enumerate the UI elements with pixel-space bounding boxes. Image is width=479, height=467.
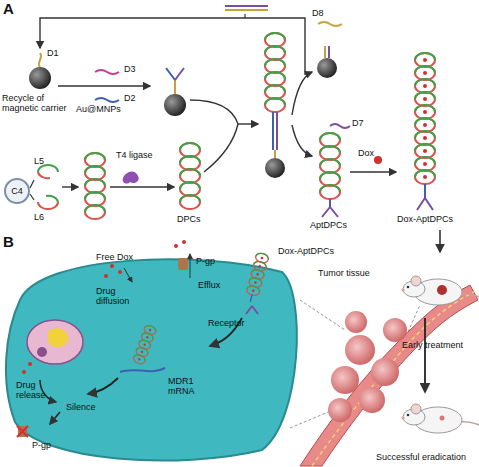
annotation-label: Dox-AptDPCs [397,214,453,224]
annotation-label: Dox [358,148,374,158]
annotation-label: L6 [34,212,44,222]
annotation-label: D7 [352,118,364,128]
annotation-label: Au@MNPs [76,104,121,114]
annotation-label: Drug release [16,380,52,400]
annotation-label: Drug diffusion [96,286,138,306]
node-text: C4 [11,186,23,196]
annotation-label: Tumor tissue [318,268,370,278]
strand-circle: C4 [4,178,30,204]
annotation-label: Dox-AptDPCs [278,246,334,256]
annotation-label: Efflux [198,280,220,290]
annotation-label: D8 [312,8,324,18]
annotation-label: D2 [124,93,136,103]
panel-letter: A [3,1,14,17]
annotation-label: Successful eradication [376,452,466,462]
annotation-label: Recycle of magnetic carrier [2,93,72,113]
annotation-label: T4 ligase [116,150,153,160]
annotation-label: AptDPCs [310,220,347,230]
annotation-label: L5 [34,156,44,166]
annotation-label: P-gp [32,440,51,450]
annotation-label: Receptor [208,318,245,328]
annotation-label: D3 [124,64,136,74]
annotation-label: DPCs [177,214,201,224]
annotation-label: P-gp [196,256,215,266]
annotation-label: Early treatment [402,340,463,350]
panel-letter: B [3,234,14,250]
annotation-label: MDR1 mRNA [168,376,200,396]
annotation-label: Silence [66,402,96,412]
annotation-label: D1 [47,48,59,58]
annotation-label: Free Dox [96,252,133,262]
